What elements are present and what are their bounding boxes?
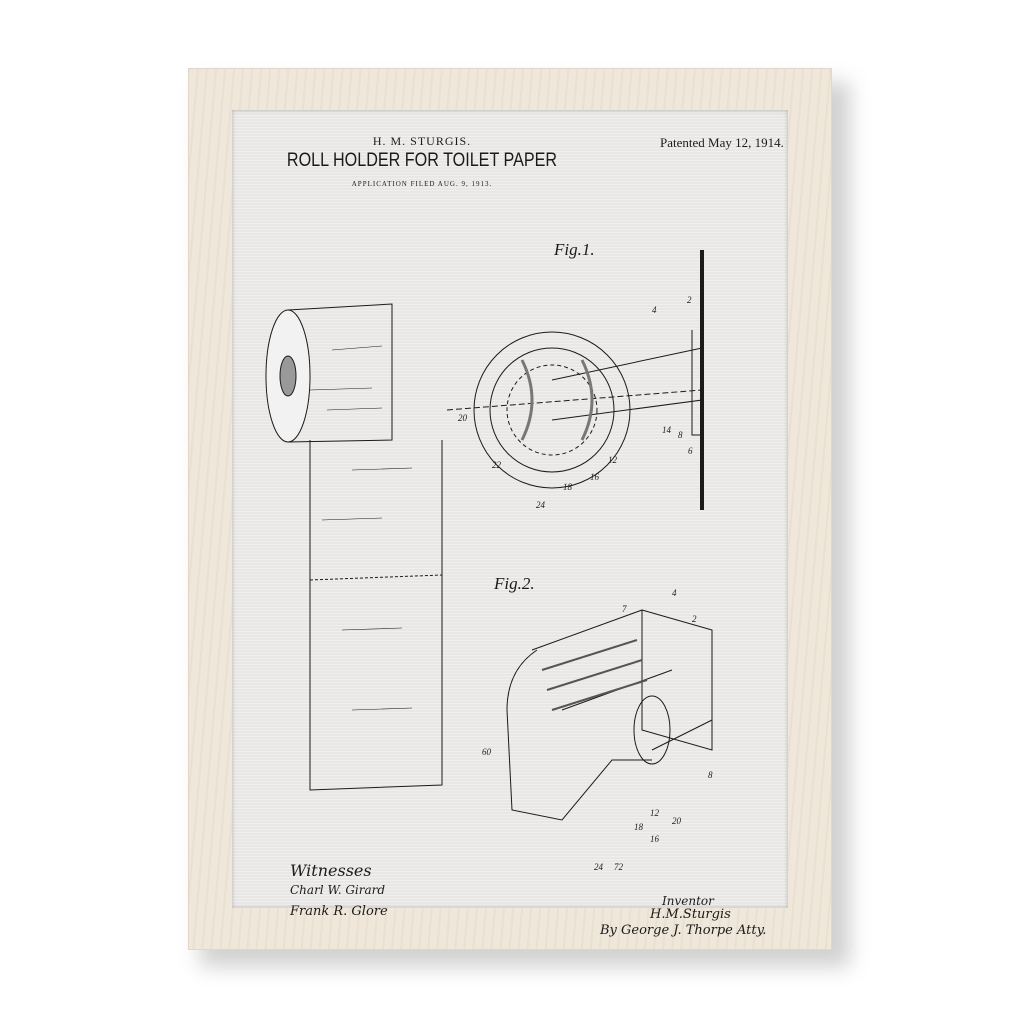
witnesses-label: Witnesses <box>290 861 372 880</box>
ref-number: 14 <box>662 425 671 435</box>
ref-number: 12 <box>608 455 617 465</box>
ref-number: 8 <box>678 430 683 440</box>
witness-signature-2: Frank R. Glore <box>290 904 388 919</box>
ref-number: 60 <box>482 747 491 757</box>
ref-number: 7 <box>622 604 627 614</box>
ref-number: 16 <box>590 472 599 482</box>
ref-number: 4 <box>672 588 677 598</box>
ref-number: 20 <box>458 413 467 423</box>
ref-number: 2 <box>687 295 692 305</box>
fig1-drawing <box>446 250 704 510</box>
ref-number: 4 <box>652 305 657 315</box>
fig2-drawing <box>506 609 713 821</box>
ref-number: 12 <box>650 808 659 818</box>
patented-date: Patented May 12, 1914. <box>660 135 784 150</box>
witness-signature-1: Charl W. Girard <box>290 883 386 897</box>
wood-picture-frame: H. M. STURGIS. ROLL HOLDER FOR TOILET PA… <box>188 68 832 950</box>
ref-number: 18 <box>634 822 643 832</box>
application-filed: APPLICATION FILED AUG. 9, 1913. <box>351 180 493 188</box>
ref-number: 8 <box>708 770 713 780</box>
ref-number: 16 <box>650 834 659 844</box>
fig1-label: Fig.1. <box>554 240 595 259</box>
attorney-signature: By George J. Thorpe Atty. <box>600 923 767 938</box>
patent-title: ROLL HOLDER FOR TOILET PAPER <box>286 150 558 171</box>
inventor-label: Inventor <box>662 894 714 908</box>
ref-number: 72 <box>614 862 623 872</box>
patent-print-canvas: H. M. STURGIS. ROLL HOLDER FOR TOILET PA… <box>232 110 788 938</box>
ref-number: 18 <box>563 482 572 492</box>
inventor-signature: H.M.Sturgis <box>650 907 731 922</box>
ref-number: 6 <box>688 446 693 456</box>
ref-number: 2 <box>692 614 697 624</box>
patent-drawings <box>265 250 713 821</box>
ref-number: 24 <box>594 862 603 872</box>
fig2-label: Fig.2. <box>494 574 535 593</box>
ref-number: 24 <box>536 500 545 510</box>
ref-number: 22 <box>492 460 501 470</box>
inventor-header: H. M. STURGIS. <box>372 134 472 148</box>
toilet-roll-drawing <box>265 303 443 791</box>
ref-number: 20 <box>672 816 681 826</box>
